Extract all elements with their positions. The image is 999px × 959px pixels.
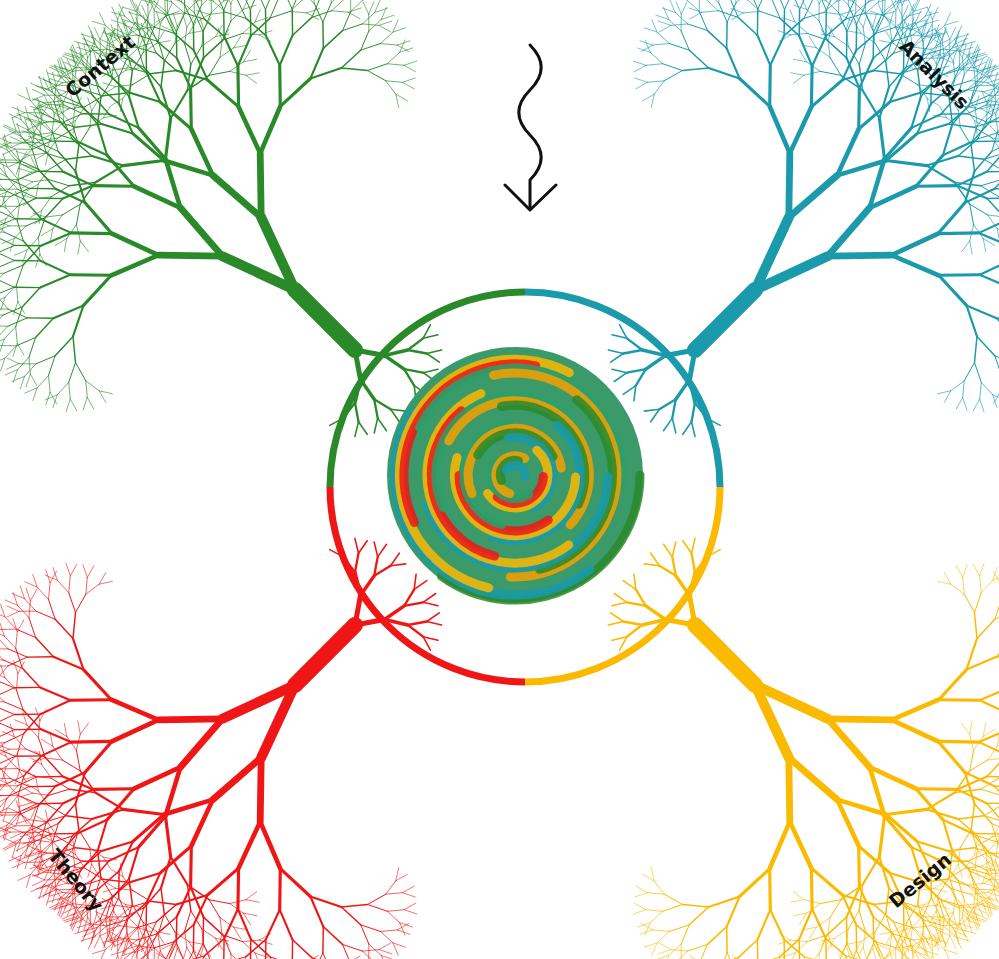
ring bbox=[330, 292, 720, 682]
swirl bbox=[387, 347, 643, 603]
fractal-tree bbox=[0, 538, 442, 959]
fractal-tree bbox=[0, 0, 442, 437]
wavy-arrow bbox=[505, 45, 556, 210]
fractal-tree bbox=[608, 0, 999, 437]
fractal-tree bbox=[608, 538, 999, 959]
